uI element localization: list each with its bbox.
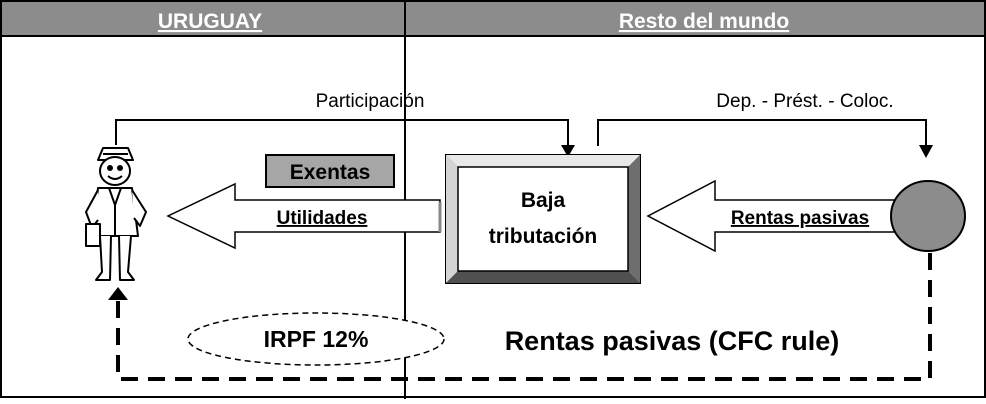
depositos-label: Dep. - Prést. - Coloc.: [716, 91, 893, 112]
depositos-arrowhead: [919, 145, 933, 158]
utilidades-arrow: [166, 182, 441, 250]
cfc-arrowhead: [108, 287, 128, 300]
baja-line1: Baja: [521, 189, 566, 212]
businessman-icon: [85, 147, 147, 281]
header-bar: [2, 2, 984, 36]
participacion-arrowhead: [561, 145, 575, 157]
cfc-dashed-loop: [116, 253, 932, 381]
cfc-rule-label: Rentas pasivas (CFC rule): [505, 326, 840, 356]
header-resto-del-mundo: Resto del mundo: [619, 10, 789, 33]
irpf-label: IRPF 12%: [264, 326, 369, 352]
header-uruguay: URUGUAY: [158, 10, 262, 33]
baja-tributacion-box: [445, 154, 641, 284]
depositos-line: [597, 119, 927, 146]
baja-line2: tributación: [489, 225, 598, 248]
exentas-box: [265, 154, 395, 188]
rentas-pasivas-arrow: [646, 179, 906, 253]
entity-circle-icon: [890, 180, 966, 252]
utilidades-label: Utilidades: [277, 208, 368, 229]
participacion-label: Participación: [316, 91, 425, 112]
irpf-ellipse: [187, 312, 445, 366]
participacion-line: [115, 119, 569, 146]
exentas-label: Exentas: [290, 161, 371, 184]
rentas-pasivas-arrow-label: Rentas pasivas: [731, 208, 869, 229]
